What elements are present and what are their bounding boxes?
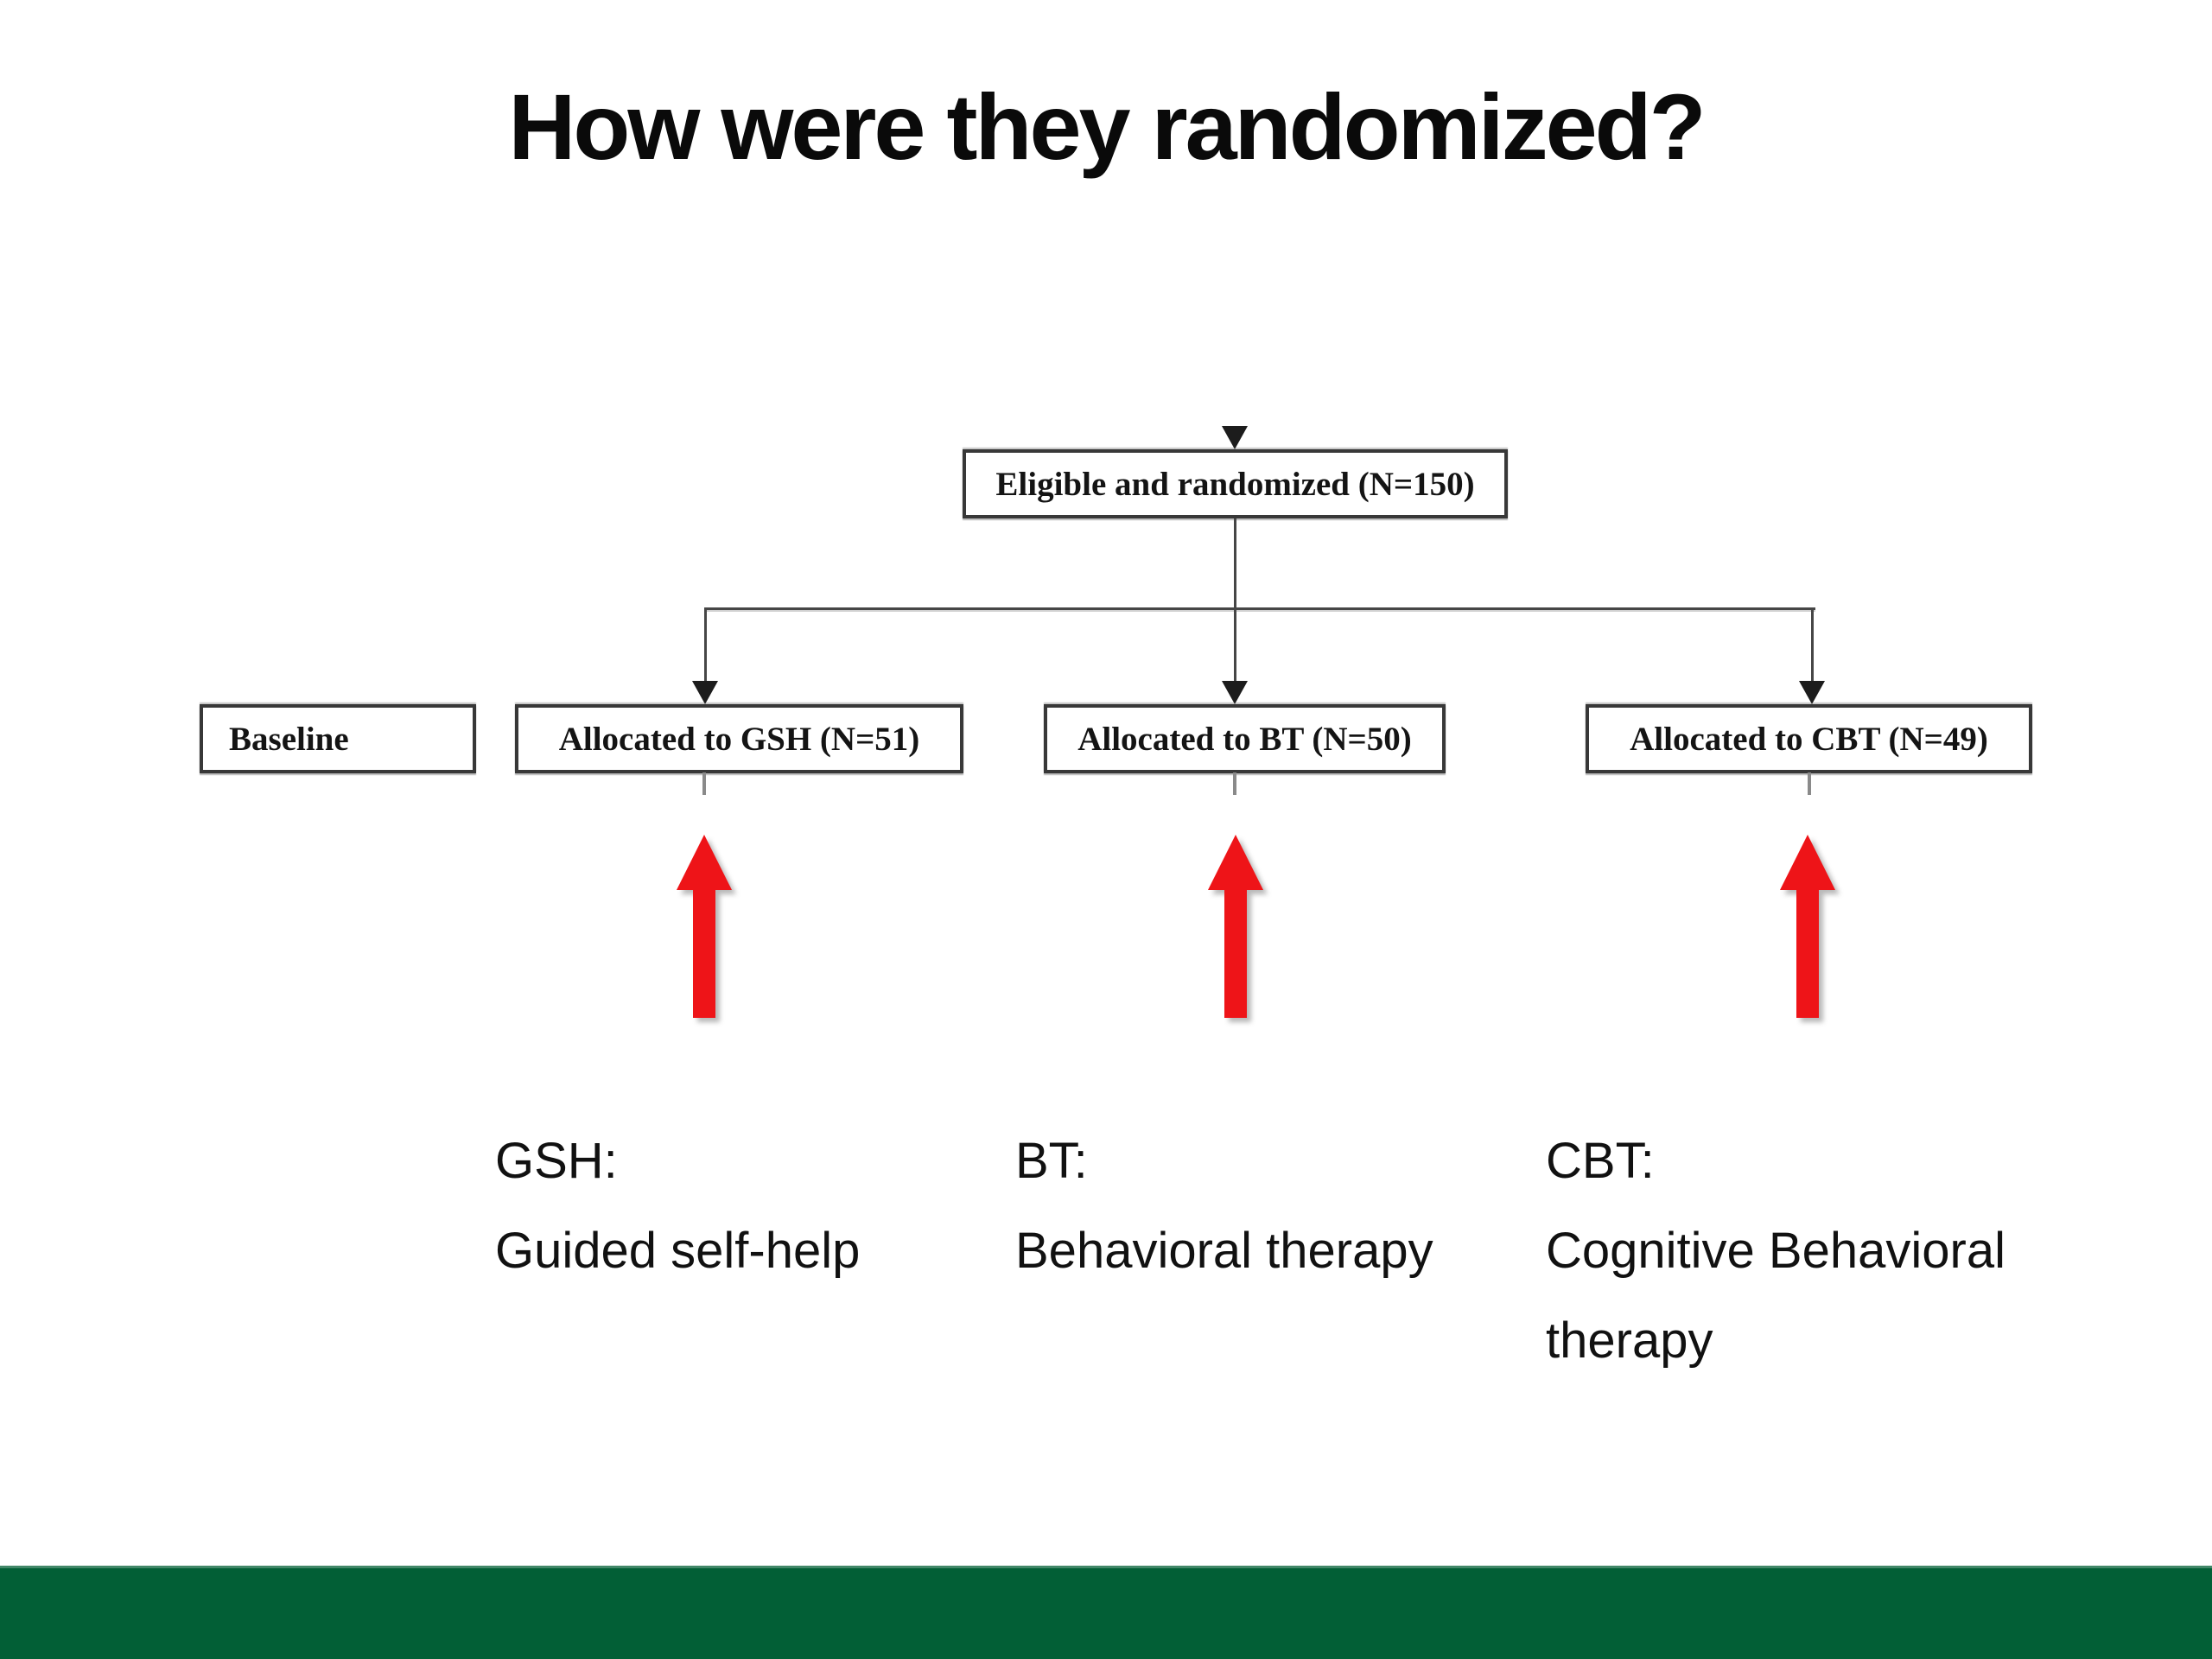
down-arrowhead-icon [692,681,718,704]
allocation-box-cbt-label: Allocated to CBT (N=49) [1630,720,1988,758]
box-bottom-tick [1233,772,1236,795]
red-up-arrow-icon [677,835,732,1018]
red-up-arrow-icon [1208,835,1263,1018]
entry-box: Eligible and randomized (N=150) [963,449,1508,518]
connector-drop-line-cbt [1811,607,1814,682]
red-up-arrow-shaft [1796,890,1819,1018]
down-arrowhead-icon [1799,681,1825,704]
down-arrowhead-icon [1222,426,1248,449]
connector-drop-line-bt [1234,607,1236,682]
allocation-box-cbt: Allocated to CBT (N=49) [1586,704,2032,773]
box-bottom-tick [1808,772,1811,795]
box-bottom-tick [702,772,706,795]
red-up-arrow-shaft [693,890,715,1018]
baseline-box: Baseline [200,704,476,773]
red-up-arrow-shaft [1224,890,1247,1018]
down-arrowhead-icon [1222,681,1248,704]
allocation-box-gsh: Allocated to GSH (N=51) [515,704,963,773]
connector-drop-line-gsh [704,607,707,682]
red-up-arrow-head [1780,835,1835,890]
legend-item-gsh: GSH: Guided self-help [495,1116,996,1296]
legend-abbr-bt: BT: [1015,1133,1088,1189]
legend-abbr-gsh: GSH: [495,1133,618,1189]
red-up-arrow-icon [1780,835,1835,1018]
legend-abbr-cbt: CBT: [1546,1133,1655,1189]
footer-bar [0,1566,2212,1659]
baseline-box-label: Baseline [229,720,349,758]
legend-name-bt: Behavioral therapy [1015,1223,1433,1279]
connector-horizontal-line [704,607,1815,610]
connector-vertical-line [1234,518,1236,610]
legend-item-bt: BT: Behavioral therapy [1015,1116,1525,1296]
red-up-arrow-head [677,835,732,890]
red-up-arrow-head [1208,835,1263,890]
allocation-box-bt-label: Allocated to BT (N=50) [1077,720,1412,758]
allocation-box-gsh-label: Allocated to GSH (N=51) [558,720,920,758]
legend-name-cbt: Cognitive Behavioral therapy [1546,1223,2005,1369]
entry-box-label: Eligible and randomized (N=150) [995,465,1475,503]
legend-name-gsh: Guided self-help [495,1223,861,1279]
legend-item-cbt: CBT: Cognitive Behavioral therapy [1546,1116,2107,1386]
slide-title: How were they randomized? [508,74,1706,179]
allocation-box-bt: Allocated to BT (N=50) [1044,704,1446,773]
